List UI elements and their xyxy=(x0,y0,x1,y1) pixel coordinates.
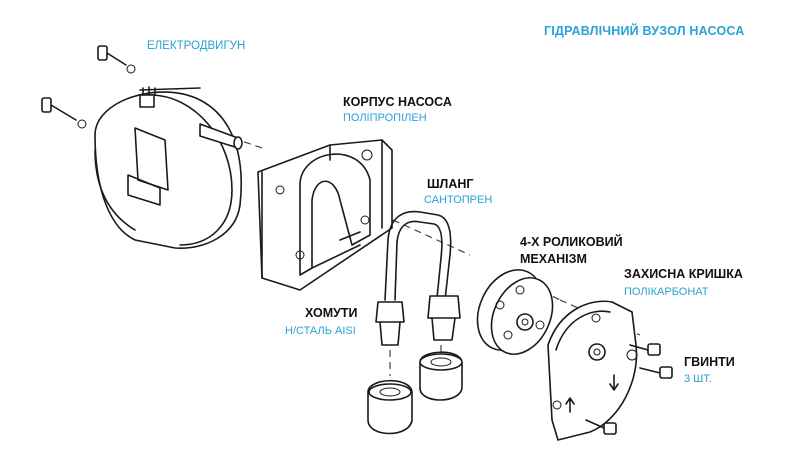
hose-material-label: САНТОПРЕН xyxy=(424,194,493,206)
clamps-material-label: Н/СТАЛЬ AISI xyxy=(285,325,356,337)
cover-screw-1 xyxy=(629,343,661,356)
cover-material-label: ПОЛІКАРБОНАТ xyxy=(624,286,709,298)
motor-label: ЕЛЕКТРОДВИГУН xyxy=(147,40,246,52)
protective-cover-drawing xyxy=(547,300,638,441)
clamp-axis xyxy=(389,345,442,376)
motor-drawing xyxy=(94,86,243,249)
screws-label: ГВИНТИ xyxy=(684,355,735,369)
roller-label-line2: МЕХАНІЗМ xyxy=(520,252,587,266)
cover-label: ЗАХИСНА КРИШКА xyxy=(624,267,743,281)
motor-screw-bottom xyxy=(41,97,87,129)
hose-label: ШЛАНГ xyxy=(427,177,474,191)
housing-label: КОРПУС НАСОСА xyxy=(343,95,452,109)
roller-label-line1: 4-Х РОЛИКОВИЙ xyxy=(520,235,623,249)
pump-housing-drawing xyxy=(257,139,393,291)
clamp-right-drawing xyxy=(419,351,463,401)
clamps-label: ХОМУТИ xyxy=(305,306,358,320)
cover-screw-2 xyxy=(639,366,673,379)
motor-screw-top xyxy=(97,45,136,74)
cover-screw-3 xyxy=(585,419,617,435)
housing-material-label: ПОЛІПРОПІЛЕН xyxy=(343,112,427,124)
diagram-title: ГІДРАВЛІЧНИЙ ВУЗОЛ НАСОСА xyxy=(544,24,745,38)
roller-mechanism-drawing xyxy=(476,269,554,355)
screws-quantity-label: 3 ШТ. xyxy=(684,373,712,385)
clamp-left-drawing xyxy=(367,380,413,435)
hose-drawing xyxy=(375,210,461,346)
